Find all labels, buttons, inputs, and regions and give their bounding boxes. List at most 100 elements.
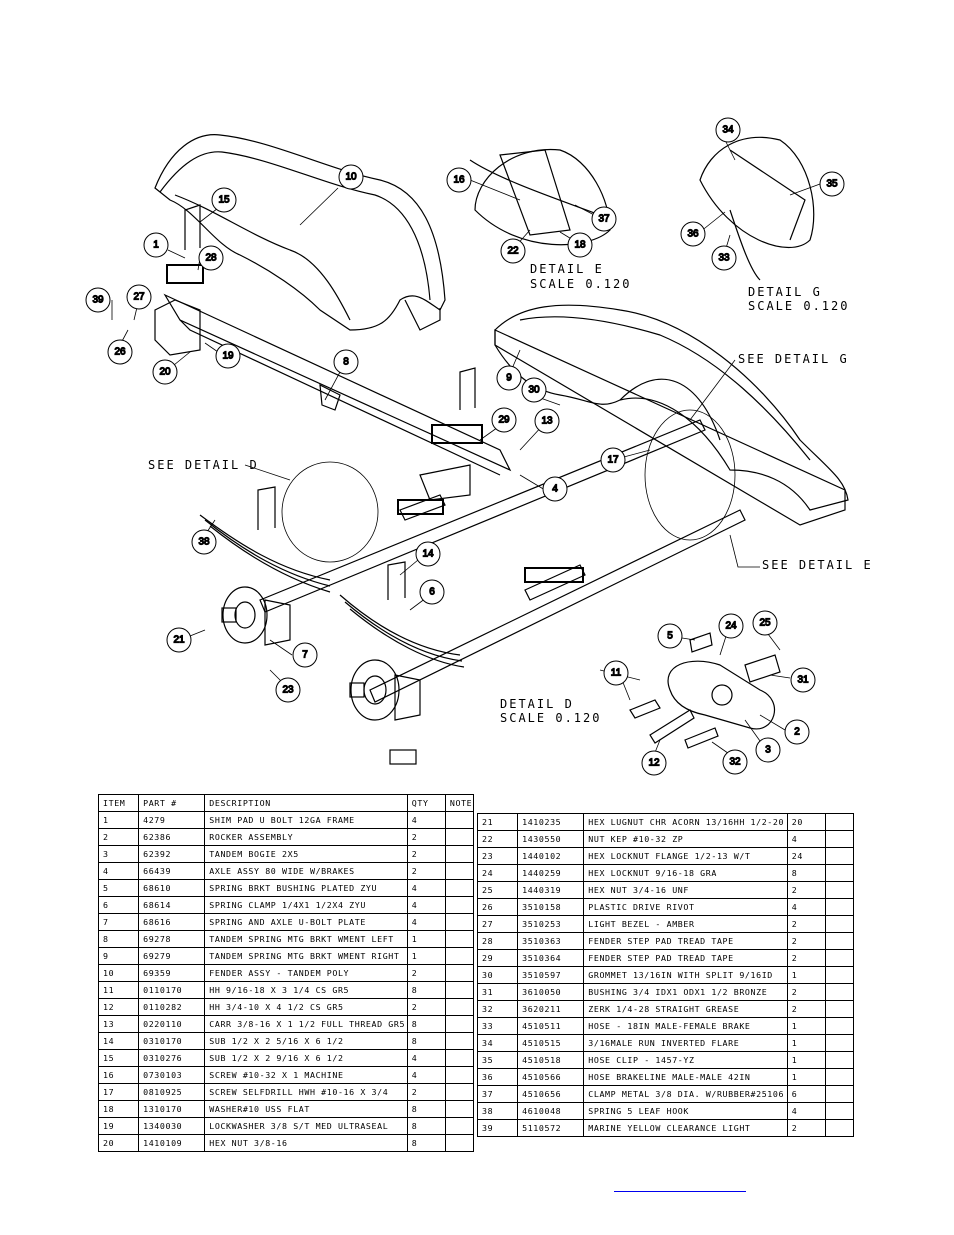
bom-cell-note: [444, 913, 475, 931]
bom-cell-qty: 2: [786, 915, 826, 933]
bom-cell-item: 26: [476, 898, 519, 916]
balloon-5: 5: [657, 623, 683, 649]
bom-cell-item: 20: [97, 1134, 140, 1152]
bom-cell-note: [444, 862, 475, 880]
bom-cell-item: 15: [97, 1049, 140, 1067]
bom-cell-note: [444, 896, 475, 914]
detail-labels: DETAIL E SCALE 0.120 DETAIL G SCALE 0.12…: [148, 262, 871, 725]
bom-cell-item: 35: [476, 1051, 519, 1069]
detail-g-scale: SCALE 0.120: [748, 299, 849, 313]
bom-cell-note: [824, 881, 855, 899]
bom-cell-part: 69278: [138, 930, 206, 948]
balloon-33: 33: [711, 245, 737, 271]
bom-cell-qty: 4: [406, 1066, 446, 1084]
bom-cell-note: [824, 915, 855, 933]
svg-text:17: 17: [607, 455, 619, 466]
bom-cell-item: 3: [97, 845, 140, 863]
bom-cell-qty: 2: [406, 964, 446, 982]
balloon-12: 12: [641, 750, 667, 776]
bom-cell-desc: SPRING BRKT BUSHING PLATED ZYU: [204, 879, 408, 897]
bom-cell-part: 69359: [138, 964, 206, 982]
footer-link-underline[interactable]: [614, 1191, 746, 1192]
bom-cell-note: [444, 1100, 475, 1118]
bom-cell-item: 19: [97, 1117, 140, 1135]
bom-cell-desc: MARINE YELLOW CLEARANCE LIGHT: [583, 1119, 788, 1137]
bom-cell-desc: HOSE - 18IN MALE-FEMALE BRAKE: [583, 1017, 788, 1035]
bom-cell-desc: SCREW #10-32 X 1 MACHINE: [204, 1066, 408, 1084]
bom-cell-note: [824, 898, 855, 916]
bom-cell-note: [824, 864, 855, 882]
bom-cell-item: 39: [476, 1119, 519, 1137]
bom-cell-qty: 8: [406, 1117, 446, 1135]
bom-cell-part: 0110170: [138, 981, 206, 999]
bom-cell-part: 1410235: [517, 813, 585, 831]
bom-cell-qty: 4: [406, 913, 446, 931]
bom-cell-note: [824, 813, 855, 831]
bom-cell-item: 2: [97, 828, 140, 846]
bom-cell-note: [444, 1032, 475, 1050]
bom-cell-desc: SUB 1/2 X 2 9/16 X 6 1/2: [204, 1049, 408, 1067]
bom-cell-qty: 4: [786, 1102, 826, 1120]
balloon-37: 37: [591, 206, 617, 232]
bom-cell-item: 17: [97, 1083, 140, 1101]
bom-cell-part: 4510511: [517, 1017, 585, 1035]
bom-header-note: NOTE: [444, 794, 475, 812]
bom-cell-qty: 8: [406, 1100, 446, 1118]
svg-text:12: 12: [648, 758, 660, 769]
bom-cell-desc: TANDEM BOGIE 2X5: [204, 845, 408, 863]
svg-text:7: 7: [302, 650, 308, 661]
bom-cell-item: 10: [97, 964, 140, 982]
svg-text:3: 3: [765, 745, 771, 756]
bom-cell-desc: AXLE ASSY 80 WIDE W/BRAKES: [204, 862, 408, 880]
detail-callout-circles: [281, 409, 736, 563]
bom-cell-note: [444, 1015, 475, 1033]
bom-cell-part: 3510597: [517, 966, 585, 984]
bom-cell-item: 24: [476, 864, 519, 882]
bom-cell-qty: 2: [786, 932, 826, 950]
balloon-27: 27: [126, 284, 152, 310]
balloon-9: 9: [496, 365, 522, 391]
svg-text:6: 6: [429, 587, 435, 598]
detail-d-title: DETAIL D: [500, 697, 574, 711]
bom-cell-part: 0810925: [138, 1083, 206, 1101]
bom-cell-desc: WASHER#10 USS FLAT: [204, 1100, 408, 1118]
bom-cell-qty: 4: [786, 898, 826, 916]
bom-cell-part: 62392: [138, 845, 206, 863]
balloon-3: 3: [755, 737, 781, 763]
bom-cell-item: 29: [476, 949, 519, 967]
svg-text:23: 23: [282, 685, 294, 696]
balloon-10: 10: [338, 164, 364, 190]
bom-cell-desc: SUB 1/2 X 2 5/16 X 6 1/2: [204, 1032, 408, 1050]
detail-d-scale: SCALE 0.120: [500, 711, 601, 725]
bom-cell-qty: 8: [786, 864, 826, 882]
bom-cell-part: 4510518: [517, 1051, 585, 1069]
balloon-36: 36: [680, 221, 706, 247]
bom-cell-part: 4510515: [517, 1034, 585, 1052]
bom-cell-note: [824, 1085, 855, 1103]
svg-text:20: 20: [159, 367, 171, 378]
bom-cell-desc: SPRING 5 LEAF HOOK: [583, 1102, 788, 1120]
bom-cell-note: [824, 932, 855, 950]
bom-cell-qty: 1: [786, 1051, 826, 1069]
bom-cell-part: 0310276: [138, 1049, 206, 1067]
svg-text:29: 29: [498, 415, 510, 426]
bom-cell-item: 14: [97, 1032, 140, 1050]
svg-text:13: 13: [541, 416, 553, 427]
leaf-springs: [199, 514, 465, 668]
bom-cell-desc: HEX LUGNUT CHR ACORN 13/16HH 1/2-20: [583, 813, 788, 831]
svg-text:16: 16: [453, 175, 465, 186]
bom-cell-qty: 1: [786, 1034, 826, 1052]
balloon-8: 8: [333, 349, 359, 375]
bom-cell-qty: 8: [406, 981, 446, 999]
